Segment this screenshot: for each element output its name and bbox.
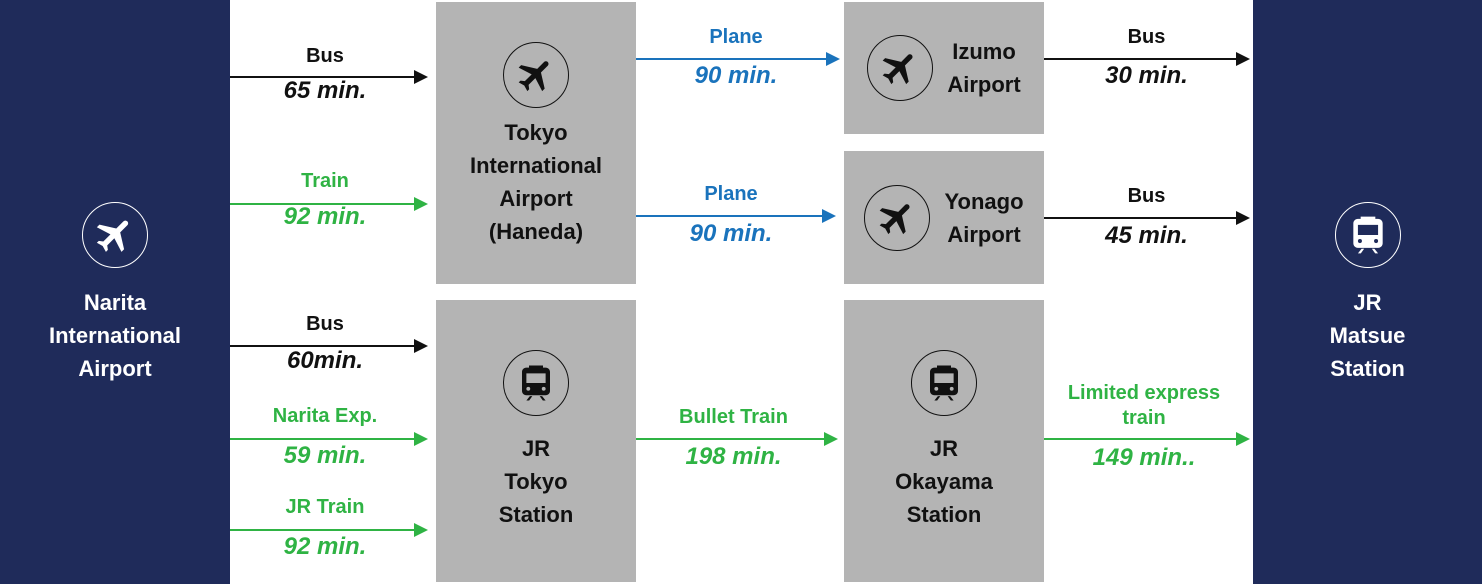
route-tokyo-okayama-bullet-train: Bullet Train 198 min. bbox=[679, 406, 788, 470]
route-izumo-matsue-bus: Bus 30 min. bbox=[1105, 26, 1188, 89]
airplane-icon bbox=[82, 202, 148, 268]
train-icon bbox=[911, 350, 977, 416]
arrow-head-haneda-yonago-plane bbox=[822, 209, 836, 223]
arrow-head-narita-haneda-train bbox=[414, 197, 428, 211]
train-icon bbox=[503, 350, 569, 416]
destination-matsue-station: JR Matsue Station bbox=[1253, 0, 1482, 584]
arrow-head-narita-tokyo-bus bbox=[414, 339, 428, 353]
route-yonago-matsue-bus: Bus 45 min. bbox=[1105, 185, 1188, 249]
hub-haneda-airport: Tokyo International Airport (Haneda) bbox=[436, 2, 636, 284]
arrow-head-okayama-matsue-ltd bbox=[1236, 432, 1250, 446]
hub-yonago-airport: Yonago Airport bbox=[844, 151, 1044, 284]
route-narita-tokyo-narita-express: Narita Exp. 59 min. bbox=[272, 405, 378, 469]
airplane-icon bbox=[867, 35, 934, 101]
route-narita-haneda-bus: Bus 65 min. bbox=[283, 45, 367, 104]
hub-jr-tokyo-station: JR Tokyo Station bbox=[436, 300, 636, 582]
hub-name: Tokyo International Airport (Haneda) bbox=[469, 120, 602, 244]
destination-name: JR Matsue Station bbox=[1329, 290, 1406, 381]
origin-name: Narita International Airport bbox=[48, 290, 181, 381]
airplane-icon bbox=[864, 184, 931, 251]
route-haneda-izumo-plane: Plane 90 min. bbox=[694, 26, 778, 89]
route-narita-tokyo-bus: Bus 60min. bbox=[286, 313, 364, 374]
train-icon bbox=[1334, 202, 1401, 268]
hub-name: Yonago Airport bbox=[944, 188, 1024, 247]
hub-izumo-airport: Izumo Airport bbox=[844, 2, 1044, 134]
arrow-head-narita-tokyo-jr bbox=[414, 523, 428, 537]
route-narita-tokyo-jr-train: JR Train 92 min. bbox=[283, 496, 367, 560]
arrow-head-yonago-matsue-bus bbox=[1236, 211, 1250, 225]
origin-narita-airport: Narita International Airport bbox=[0, 0, 230, 584]
route-okayama-matsue-limited-express: Limited express train 149 min.. bbox=[1067, 382, 1221, 471]
route-haneda-yonago-plane: Plane 90 min. bbox=[689, 183, 773, 247]
hub-name: Izumo Airport bbox=[947, 39, 1021, 97]
hub-name: JR Tokyo Station bbox=[498, 436, 574, 527]
arrow-head-izumo-matsue-bus bbox=[1236, 52, 1250, 66]
arrow-head-tokyo-okayama-bullet bbox=[824, 432, 838, 446]
route-narita-haneda-train: Train 92 min. bbox=[283, 170, 367, 230]
arrow-head-narita-tokyo-nex bbox=[414, 432, 428, 446]
airplane-icon bbox=[503, 42, 569, 108]
arrow-head-narita-haneda-bus bbox=[414, 70, 428, 84]
hub-name: JR Okayama Station bbox=[895, 436, 993, 527]
hub-jr-okayama-station: JR Okayama Station bbox=[844, 300, 1044, 582]
arrow-head-haneda-izumo-plane bbox=[826, 52, 840, 66]
